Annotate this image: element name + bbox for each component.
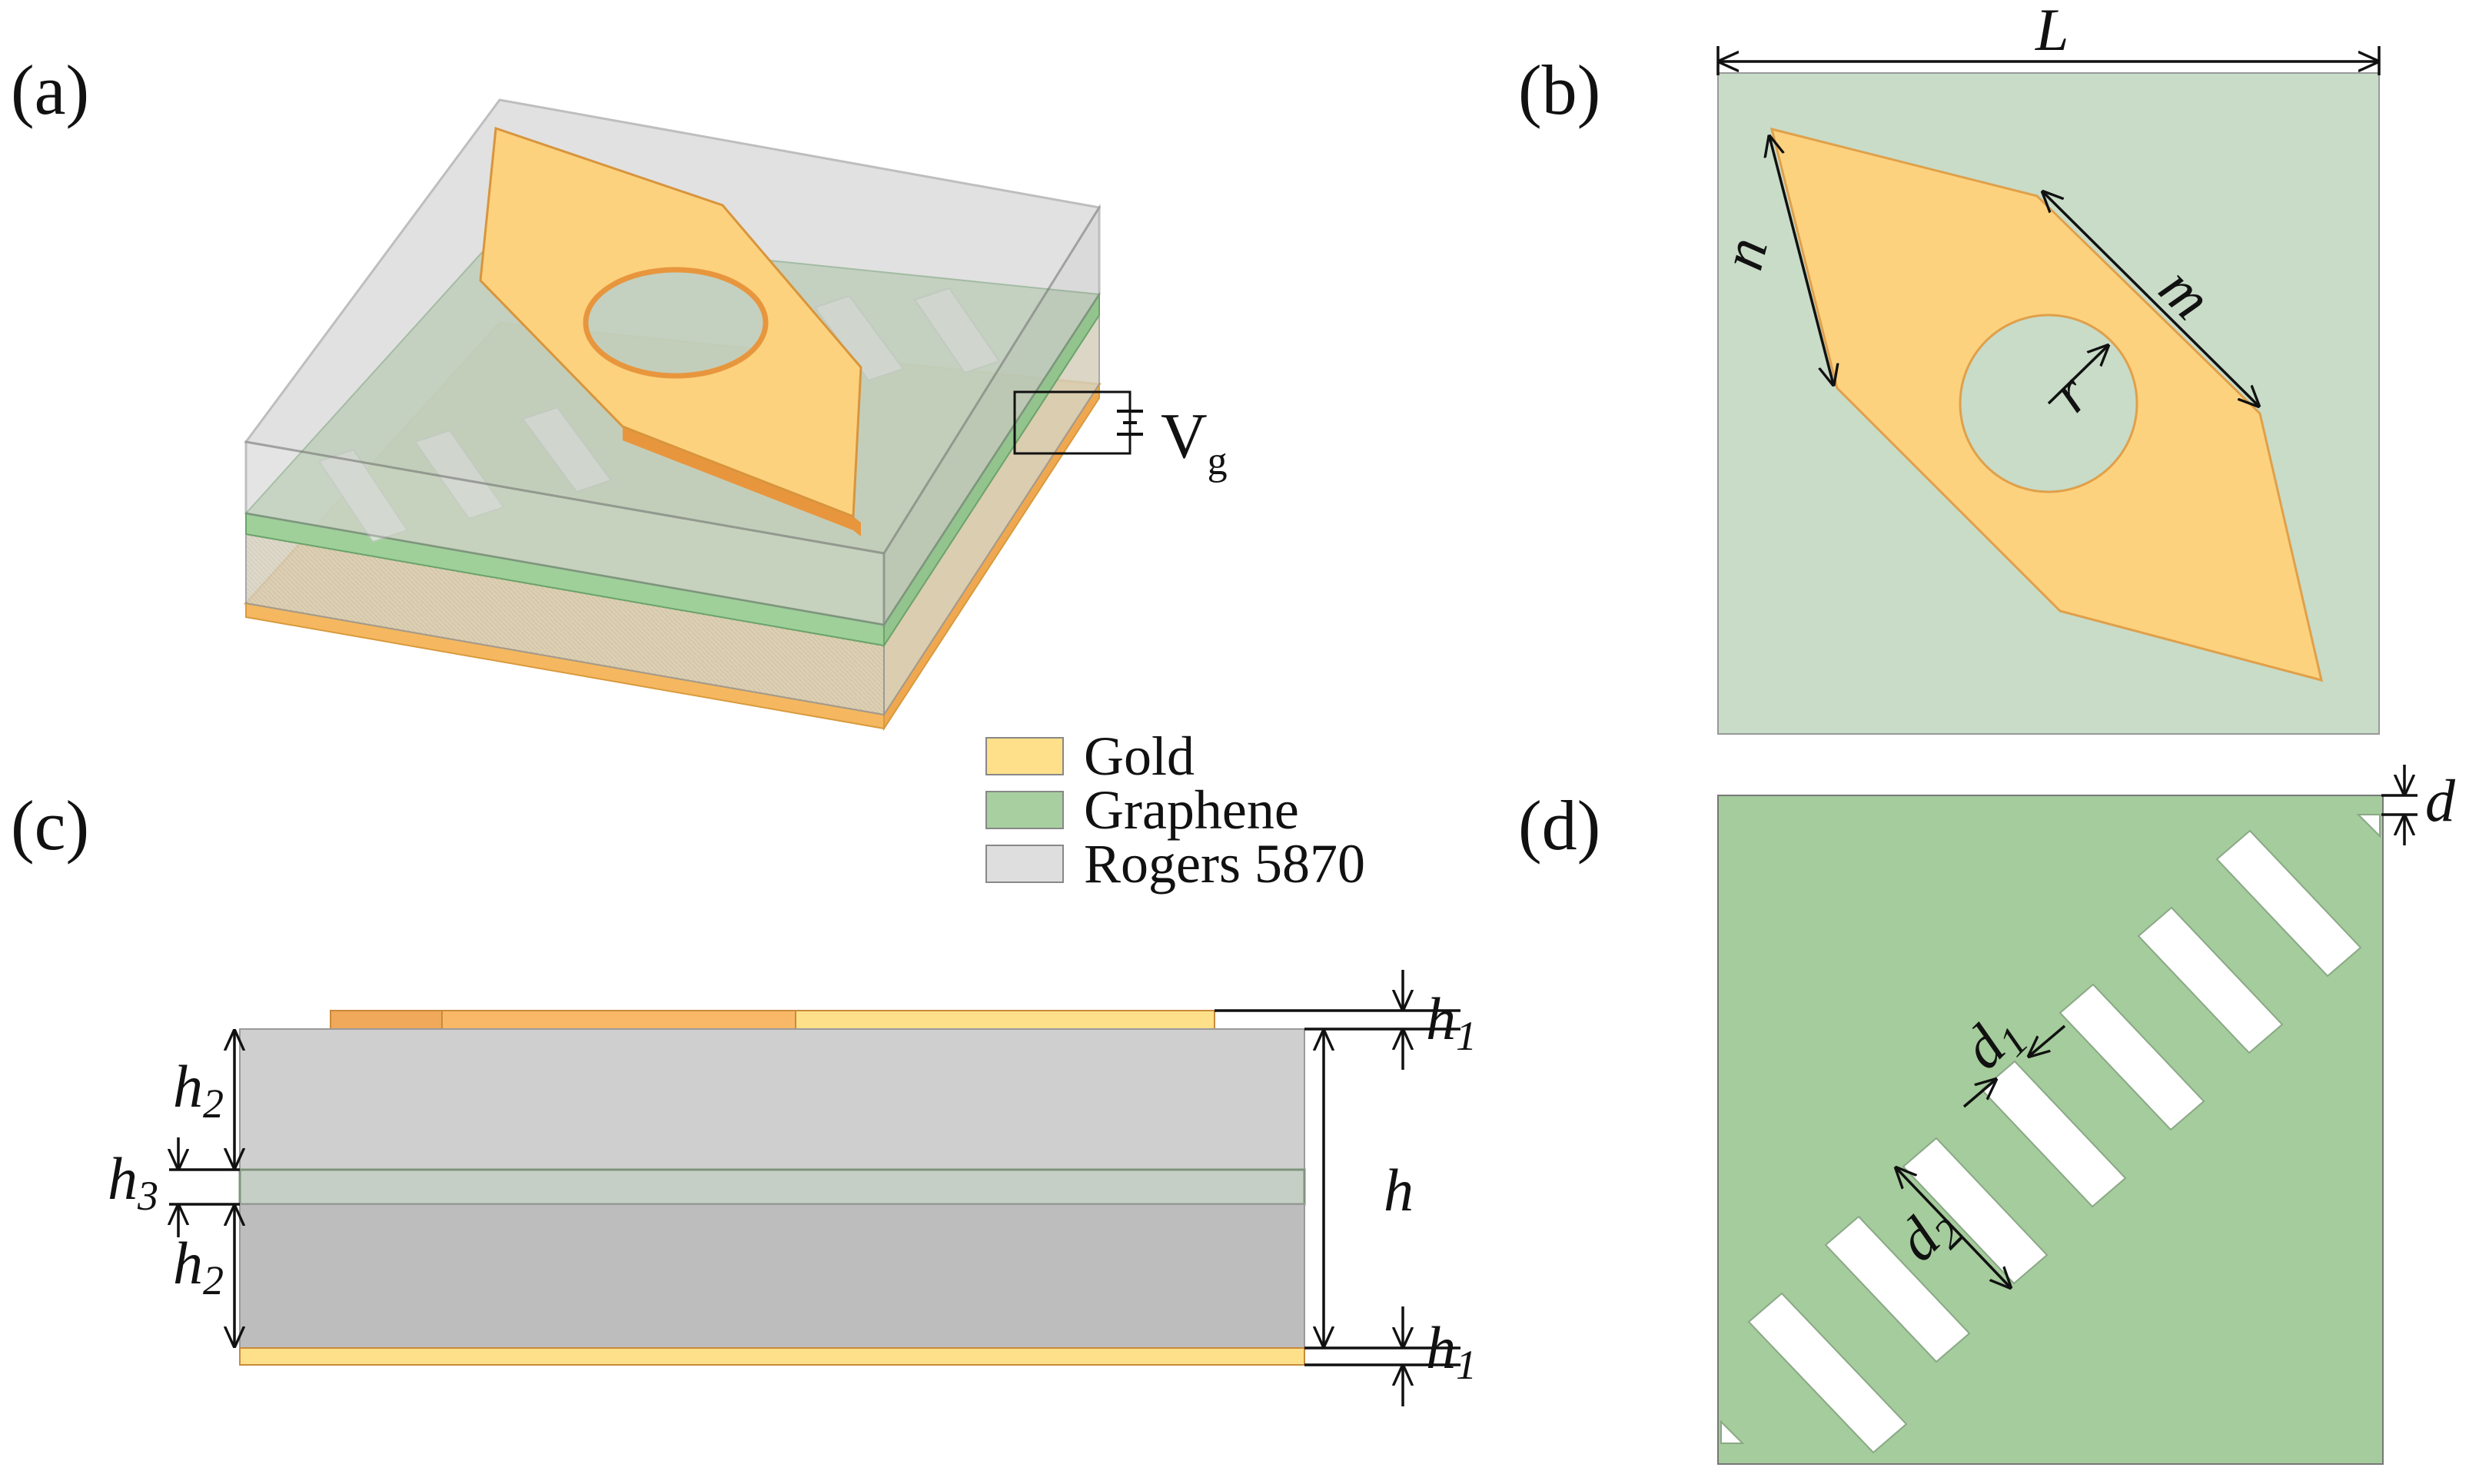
upper-substrate-side-view — [239, 1028, 1305, 1170]
label-h1-top: h1 — [1426, 985, 1477, 1059]
graphene-side-view — [238, 1168, 1306, 1206]
legend-label-rogers: Rogers 5870 — [1084, 833, 1365, 895]
corner-triangle-top-right — [2356, 814, 2381, 838]
panel-b: (b) L n m r — [1518, 0, 2381, 735]
bottom-gold-side-view — [239, 1347, 1305, 1366]
legend-label-graphene: Graphene — [1084, 779, 1299, 841]
label-h1-bottom: h1 — [1426, 1314, 1477, 1388]
panel-b-label: (b) — [1518, 51, 1600, 129]
label-h3: h3 — [108, 1145, 158, 1219]
upper-substrate-side — [882, 203, 1101, 629]
panel-a-label: (a) — [11, 51, 89, 129]
gold-patch-3d — [479, 126, 862, 536]
slot-5 — [2059, 983, 2205, 1131]
top-gold-segment-dark — [330, 1010, 443, 1030]
dimension-m — [2043, 192, 2258, 406]
label-h: h — [1384, 1157, 1414, 1223]
dimension-n — [1770, 137, 1833, 384]
panel-c: (c) h1 h h1 h2 — [11, 786, 1477, 1406]
slot-1 — [1747, 1292, 1908, 1454]
legend-swatch-graphene — [985, 791, 1064, 829]
legend-swatch-gold — [985, 737, 1064, 775]
panel-d-label: (d) — [1518, 786, 1600, 865]
top-gold-segment-light — [795, 1010, 1215, 1030]
legend-swatch-rogers — [985, 845, 1064, 883]
label-d: d — [2425, 767, 2456, 834]
label-L: L — [2035, 0, 2069, 63]
voltage-label: Vg — [1161, 400, 1228, 483]
lower-substrate-side-view — [239, 1203, 1305, 1349]
legend-label-gold: Gold — [1084, 725, 1195, 787]
label-h2-upper: h2 — [173, 1053, 224, 1127]
voltage-source: Vg — [1013, 390, 1228, 483]
dimension-d1-a — [1962, 1080, 1995, 1108]
dimension-d2 — [1896, 1168, 2010, 1287]
slot-6 — [2137, 906, 2284, 1054]
corner-triangle-bottom-left — [1720, 1419, 1745, 1444]
label-h2-lower: h2 — [173, 1230, 224, 1303]
legend: Gold Graphene Rogers 5870 — [985, 725, 1365, 895]
panel-a: (a) — [11, 51, 1228, 732]
dimension-d1-b — [2029, 1024, 2066, 1056]
slot-4 — [1980, 1060, 2127, 1208]
slot-7 — [2215, 829, 2362, 978]
panel-c-label: (c) — [11, 786, 89, 865]
dimension-r — [2047, 346, 2108, 405]
top-gold-segment-mid — [441, 1010, 796, 1030]
panel-d: (d) d d1 d2 — [1518, 765, 2456, 1465]
